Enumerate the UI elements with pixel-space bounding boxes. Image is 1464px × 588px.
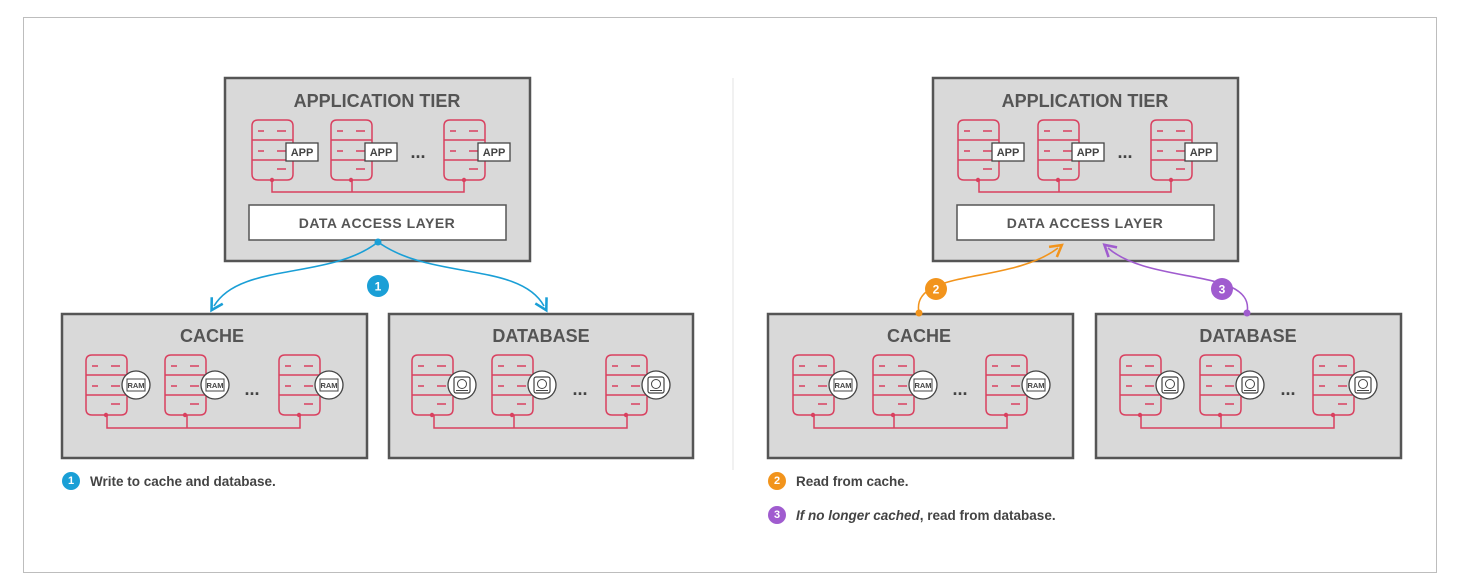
ellipsis: ... xyxy=(1280,379,1295,399)
ram-label: RAM xyxy=(914,381,931,390)
database-title: DATABASE xyxy=(1199,326,1296,346)
step-1-badge xyxy=(367,275,389,297)
database-title: DATABASE xyxy=(492,326,589,346)
write-arrows: 1 xyxy=(210,238,548,313)
svg-text:2: 2 xyxy=(933,283,940,297)
ram-label: RAM xyxy=(1027,381,1044,390)
database-bus-line xyxy=(1140,415,1335,429)
ram-server-icon: RAM xyxy=(872,354,938,418)
legend-badge-1: 1 xyxy=(62,472,80,490)
app-server-icon: APP xyxy=(251,119,319,183)
app-server-icon: APP xyxy=(1150,119,1218,183)
data-access-layer-box xyxy=(956,204,1215,241)
app-label: APP xyxy=(483,147,506,159)
ellipsis: ... xyxy=(952,379,967,399)
legend-item-1: 1 Write to cache and database. xyxy=(62,472,276,490)
right-cache-tier: CACHE RAM RAM RAM ... xyxy=(766,312,1075,460)
legend-text-3-italic: If no longer cached xyxy=(796,507,920,523)
ellipsis: ... xyxy=(410,142,425,162)
svg-text:3: 3 xyxy=(1219,283,1226,297)
app-server-icon: APP xyxy=(957,119,1025,183)
ram-label: RAM xyxy=(127,381,144,390)
data-access-layer-label: DATA ACCESS LAYER xyxy=(299,215,456,231)
ellipsis: ... xyxy=(572,379,587,399)
ram-server-icon: RAM xyxy=(278,354,344,418)
cache-bus-line xyxy=(813,415,1008,429)
app-server-icon: APP xyxy=(1037,119,1105,183)
disk-server-icon xyxy=(605,354,671,418)
right-application-tier: APPLICATION TIER APP APP APP ... DATA AC… xyxy=(931,76,1240,263)
legend-badge-2: 2 xyxy=(768,472,786,490)
ram-label: RAM xyxy=(320,381,337,390)
legend-item-2: 2 Read from cache. xyxy=(768,472,909,490)
ram-label: RAM xyxy=(834,381,851,390)
disk-server-icon xyxy=(1312,354,1378,418)
ram-server-icon: RAM xyxy=(985,354,1051,418)
app-bus-line xyxy=(978,180,1172,193)
app-label: APP xyxy=(997,147,1020,159)
app-label: APP xyxy=(1077,147,1100,159)
left-application-tier: APPLICATION TIER APP APP APP ... DATA AC… xyxy=(223,76,532,263)
app-label: APP xyxy=(291,147,314,159)
ram-label: RAM xyxy=(206,381,223,390)
left-cache-tier: CACHE RAM RAM RAM ... xyxy=(60,312,369,460)
ellipsis: ... xyxy=(1117,142,1132,162)
app-label: APP xyxy=(1190,147,1213,159)
read-database-arrow: 3 xyxy=(1102,243,1251,317)
disk-server-icon xyxy=(491,354,557,418)
legend-text-2: Read from cache. xyxy=(796,473,909,489)
ram-server-icon: RAM xyxy=(164,354,230,418)
ellipsis: ... xyxy=(244,379,259,399)
app-label: APP xyxy=(370,147,393,159)
svg-text:1: 1 xyxy=(375,280,382,294)
cache-bus-line xyxy=(106,415,301,429)
app-server-icon: APP xyxy=(443,119,511,183)
app-tier-title: APPLICATION TIER xyxy=(1002,91,1169,111)
ram-server-icon: RAM xyxy=(85,354,151,418)
disk-server-icon xyxy=(1119,354,1185,418)
app-bus-line xyxy=(271,180,465,193)
legend-text-1: Write to cache and database. xyxy=(90,473,276,489)
data-access-layer-box xyxy=(248,204,507,241)
disk-server-icon xyxy=(1199,354,1265,418)
app-server-icon: APP xyxy=(330,119,398,183)
legend-text-3: , read from database. xyxy=(919,507,1056,523)
figure-frame xyxy=(23,17,1437,573)
step-3-badge xyxy=(1211,278,1233,300)
data-access-layer-label: DATA ACCESS LAYER xyxy=(1007,215,1164,231)
left-database-tier: DATABASE ... xyxy=(387,312,695,460)
legend-badge-3: 3 xyxy=(768,506,786,524)
legend-item-3: 3 If no longer cached, read from databas… xyxy=(768,506,1056,524)
read-cache-arrow: 2 xyxy=(915,243,1064,317)
database-bus-line xyxy=(433,415,628,429)
disk-server-icon xyxy=(411,354,477,418)
right-database-tier: DATABASE ... xyxy=(1094,312,1403,460)
ram-server-icon: RAM xyxy=(792,354,858,418)
cache-title: CACHE xyxy=(180,326,244,346)
app-tier-title: APPLICATION TIER xyxy=(294,91,461,111)
cache-title: CACHE xyxy=(887,326,951,346)
step-2-badge xyxy=(925,278,947,300)
